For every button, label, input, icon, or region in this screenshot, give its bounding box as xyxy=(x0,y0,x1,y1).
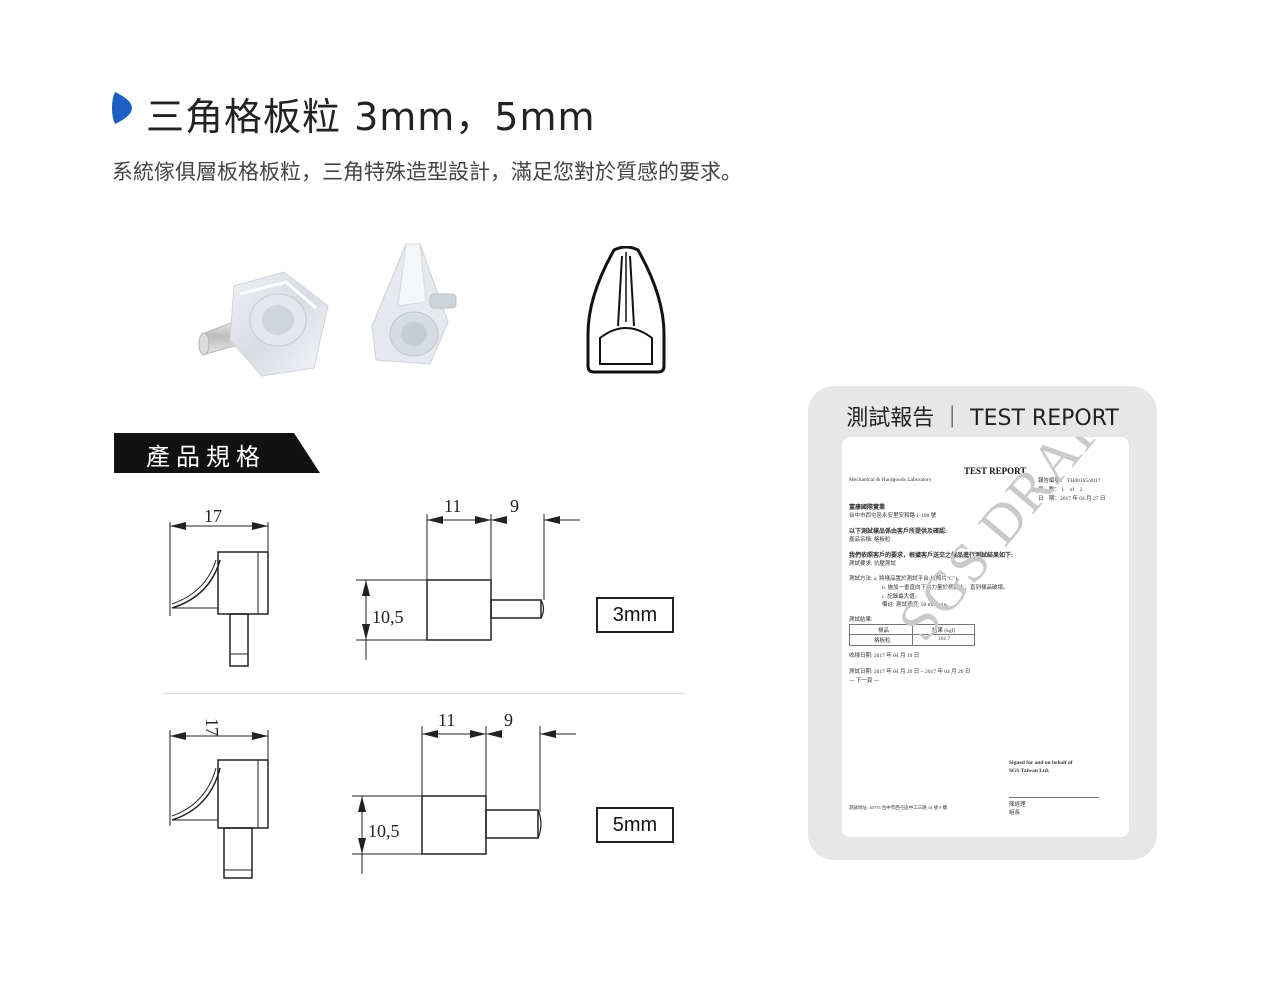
product-photo-front xyxy=(198,271,329,377)
report-watermark: SGS DRAFT xyxy=(886,437,1129,653)
dim-head: 11 xyxy=(444,496,461,516)
report-table-cell-result: 161.7 xyxy=(938,636,951,642)
report-table-header-result: 結果 (kgf) xyxy=(932,628,956,634)
title-marker-icon xyxy=(112,92,132,124)
dim-height: 10,5 xyxy=(372,607,404,627)
report-sample-name: 產品名稱: 格板粒 xyxy=(849,537,891,543)
report-test-item: 測試要求: 抗壓測試 xyxy=(849,561,896,567)
report-method-c: c. 記錄最大值。 xyxy=(882,594,921,600)
report-request-heading: 我們依照客戶的要求，根據客戶送交之樣品進行測試結果如下: xyxy=(849,553,1013,559)
report-address: 台中市西屯區永安里安和路 1-108 號 xyxy=(849,513,937,519)
report-signer-role: 組長 xyxy=(1009,810,1021,816)
report-result-table: 樣品 結果 (kgf) 格板粒 161.7 xyxy=(849,624,975,646)
report-method-note: 備註: 測試速度: 50 mm/min。 xyxy=(882,602,952,608)
report-company: 富康國際實業 xyxy=(849,505,886,511)
size-badge-3mm: 3mm xyxy=(596,597,674,633)
report-pages: 頁 數： 1 of 2 xyxy=(1038,487,1083,493)
dim-height-5mm: 10,5 xyxy=(368,821,400,841)
report-doc-title: TEST REPORT xyxy=(964,466,1027,476)
report-method-b: b. 施加一垂直向下的力量於樣品上，直到樣品破壞。 xyxy=(882,585,1009,591)
dim-pin-5mm: 9 xyxy=(504,710,513,730)
page-subtitle: 系統傢俱層板格板粒，三角特殊造型設計，滿足您對於質感的要求。 xyxy=(112,160,742,184)
report-date: 日 期：2017 年 04 月 27 日 xyxy=(1038,496,1106,502)
report-footer-address: 測試地址: 40755 台中市西屯區中工三路 14 號 9 樓 xyxy=(849,805,947,810)
report-result-heading: 測試結果: xyxy=(849,617,873,623)
spec-drawing-3mm: 17 11 9 10,5 xyxy=(169,496,580,667)
report-signer-title: 陳經理 xyxy=(1009,802,1026,808)
page-title: 三角格板粒 3mm，5mm xyxy=(146,95,596,139)
dim-width: 17 xyxy=(204,506,222,526)
spec-banner xyxy=(114,433,320,473)
test-report-document: TEST REPORT Mechanical & Hardgoods Labor… xyxy=(842,437,1129,837)
spec-label: 產品規格 xyxy=(146,443,266,471)
report-continued: --- 下一頁 --- xyxy=(849,678,880,684)
report-table-cell-sample: 格板粒 xyxy=(874,638,891,644)
report-test-period: 測試日期: 2017 年 04 月 20 日 ~ 2017 年 04 月 26 … xyxy=(849,669,971,675)
product-photo-side xyxy=(371,243,457,365)
dim-width-5mm: 17 xyxy=(202,718,222,736)
spec-divider xyxy=(163,693,685,694)
report-number: 報告編號： TH40165/2017 xyxy=(1038,478,1101,484)
report-table-header-sample: 樣品 xyxy=(878,628,890,634)
product-outline-drawing xyxy=(586,246,666,374)
dim-pin: 9 xyxy=(510,496,519,516)
report-sample-heading: 以下測試樣品係由客戶所提供及確認: xyxy=(849,529,947,535)
report-received-date: 收樣日期: 2017 年 04 月 19 日 xyxy=(849,653,920,659)
report-signed: Signed for and on behalf of xyxy=(1009,760,1073,766)
report-lab: Mechanical & Hardgoods Laboratory xyxy=(849,477,932,483)
size-badge-5mm: 5mm xyxy=(596,807,674,843)
dim-head-5mm: 11 xyxy=(438,710,455,730)
report-signed-company: SGS Taiwan Ltd. xyxy=(1009,768,1050,774)
test-report-heading: 測試報告 ｜ TEST REPORT xyxy=(846,406,1119,431)
report-method-a: 測試方法: a. 將樣品置於測試平台上(照片"C")。 xyxy=(849,576,963,582)
report-signature-line xyxy=(1009,797,1099,798)
spec-drawing-5mm: 17 11 9 10,5 xyxy=(169,710,576,879)
